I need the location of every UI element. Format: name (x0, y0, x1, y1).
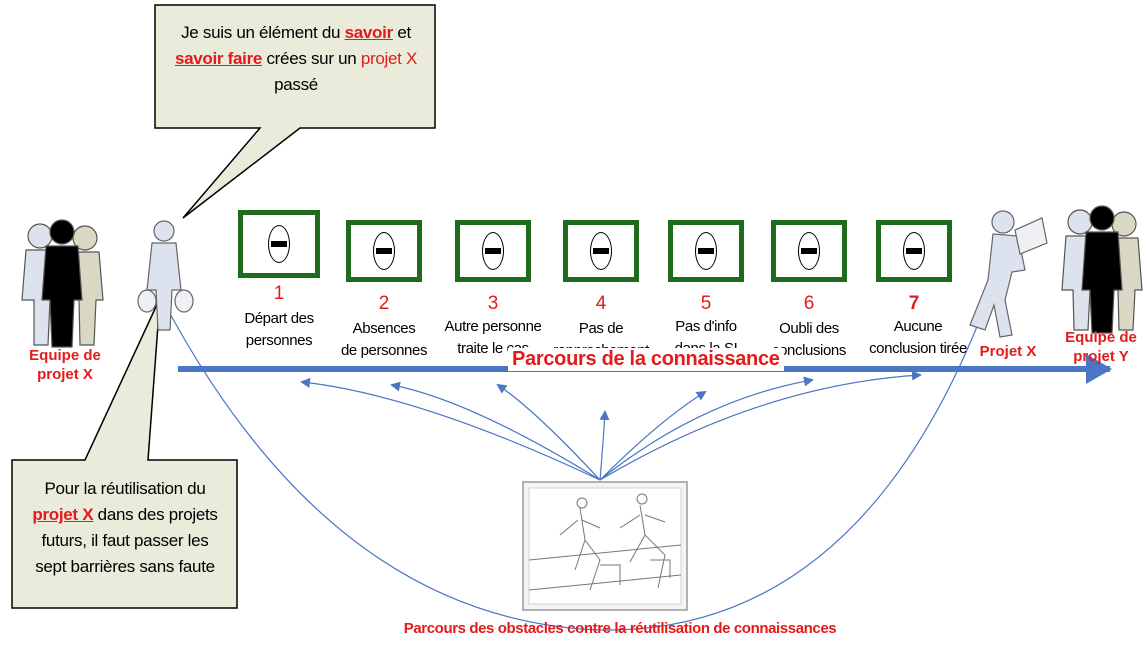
barrier-6 (771, 220, 847, 282)
team-x-label-line1: Equipe de (29, 347, 101, 364)
barrier-7 (876, 220, 952, 282)
top-callout-savoir: savoir (344, 23, 394, 42)
barrier-label-1-line1: Départ des (244, 310, 314, 327)
barrier-2 (346, 220, 422, 282)
obstacle-curve-7 (599, 370, 922, 481)
team-x-label-line2: projet X (37, 366, 93, 383)
top-callout-line2-mid: crées sur un (262, 49, 361, 68)
barrier-label-1: Départ des personnes (219, 308, 339, 352)
team-y-label-line1: Equipe de (1065, 329, 1137, 346)
barrier-label-7-line1: Aucune (893, 318, 943, 335)
runner-icon (969, 210, 1048, 338)
no-entry-bar (376, 248, 392, 254)
barrier-label-6: Oubli des conclusions (749, 318, 869, 362)
no-entry-bar (485, 248, 501, 254)
barrier-number-4: 4 (595, 293, 607, 314)
barrier-1 (238, 210, 320, 278)
top-callout-text: Je suis un élément du savoir et savoir f… (160, 20, 432, 98)
top-callout-projet-x: projet X (360, 49, 418, 68)
no-entry-bar (271, 241, 287, 247)
barrier-5 (668, 220, 744, 282)
barrier-label-6-line1: Oubli des (779, 320, 839, 337)
barrier-label-6-line2: conclusions (772, 342, 846, 359)
main-arrow-label: Parcours de la connaissance (508, 348, 784, 371)
team-x-figures (21, 219, 104, 348)
person-with-bags-icon (137, 220, 194, 331)
barrier-3 (455, 220, 531, 282)
projet-x-runner-label: Projet X (979, 343, 1037, 360)
no-entry-bar (593, 248, 609, 254)
bottom-callout-shape (11, 297, 238, 609)
no-entry-bar (906, 248, 922, 254)
team-y-label-line2: projet Y (1073, 348, 1129, 365)
bottom-callout-line1: Pour la réutilisation du (44, 479, 206, 498)
no-entry-bar (698, 248, 714, 254)
barrier-number-3: 3 (487, 293, 499, 314)
top-callout-shape (154, 4, 436, 219)
barrier-label-2-line1: Absences (352, 320, 416, 337)
barrier-number-1: 1 (273, 283, 285, 304)
hurdle-race-picture (522, 481, 688, 611)
obstacle-curve-5 (599, 390, 707, 481)
barrier-number-5: 5 (700, 293, 712, 314)
knowledge-long-curve (159, 248, 1008, 631)
top-callout-line1-pre: Je suis un élément du (181, 23, 345, 42)
obstacle-curve-3 (496, 383, 601, 481)
bottom-callout-text: Pour la réutilisation du projet X dans d… (14, 476, 236, 580)
bottom-caption: Parcours des obstacles contre la réutili… (403, 620, 837, 637)
team-y-label: Equipe de projet Y (1058, 328, 1144, 366)
bottom-callout-line4: sept barrières sans faute (35, 557, 215, 576)
bottom-callout-line3: futurs, il faut passer les (41, 531, 209, 550)
barrier-number-7: 7 (908, 293, 920, 314)
bottom-callout-projet-x: projet X (32, 505, 94, 524)
obstacle-curve-2 (390, 381, 601, 481)
barrier-label-1-line2: personnes (245, 332, 313, 349)
barrier-number-2: 2 (378, 293, 390, 314)
obstacle-curve-6 (599, 376, 814, 481)
barrier-number-6: 6 (803, 293, 815, 314)
barrier-label-3-line1: Autre personne (444, 318, 542, 335)
top-callout-savoir-faire: savoir faire (174, 49, 263, 68)
top-callout-line3: passé (274, 75, 318, 94)
barrier-label-5-line1: Pas d'info (675, 318, 737, 335)
barrier-label-4-line1: Pas de (578, 320, 624, 337)
barrier-label-7: Aucune conclusion tirée (858, 316, 978, 360)
top-callout-line1-post: et (392, 23, 411, 42)
no-entry-bar (801, 248, 817, 254)
team-x-label: Equipe de projet X (20, 346, 110, 384)
team-y-figures (1061, 205, 1143, 334)
obstacle-curve-1 (300, 377, 601, 481)
barrier-label-7-line2: conclusion tirée (869, 340, 967, 357)
obstacle-curve-4 (599, 410, 610, 481)
barrier-label-2-line2: de personnes (340, 342, 428, 359)
barrier-4 (563, 220, 639, 282)
bottom-callout-line2-post: dans des projets (93, 505, 218, 524)
barrier-label-2: Absences de personnes (324, 318, 444, 362)
